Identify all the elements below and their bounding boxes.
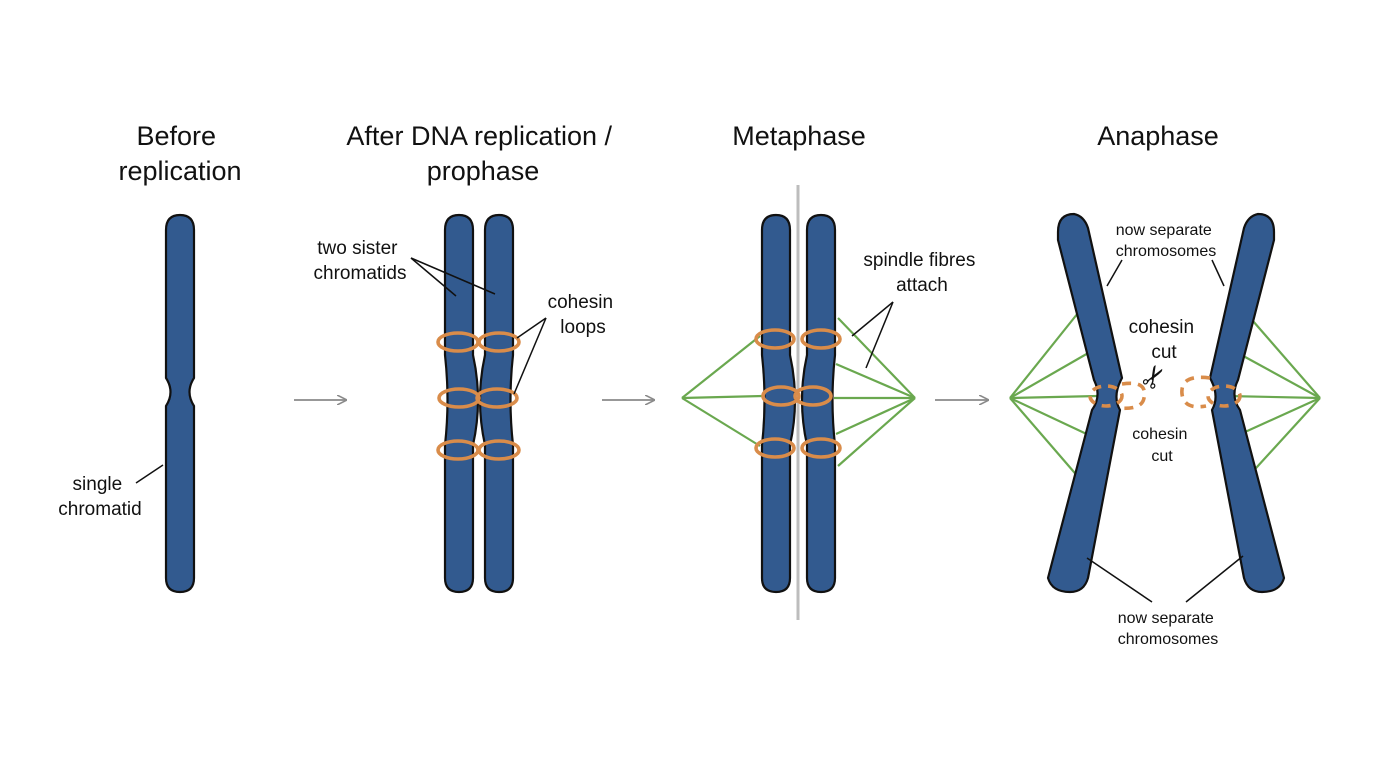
label-cohesin-loops: cohesin loops [548, 292, 619, 338]
now-separate-bottom-leader-1 [1086, 557, 1153, 603]
scissors-icon: ✂ [1133, 358, 1176, 397]
sister-chromatids-prophase [443, 213, 515, 594]
spindle-fibres-anaphase [1009, 312, 1321, 480]
chromatid-1 [164, 213, 196, 594]
cohesin-loops-leader-1 [516, 317, 547, 339]
cohesin-rings-cut [1088, 375, 1242, 411]
single-chromatid-leader [135, 464, 164, 484]
cohesin-rings-metaphase [754, 328, 842, 459]
stage-title-before-replication: Before replication [118, 121, 241, 186]
stage-title-after-replication: After DNA replication / prophase [346, 121, 619, 186]
anaphase-chromosome-left [1046, 212, 1124, 594]
spindle-leader-2 [865, 301, 894, 369]
sister-chromatids-leader-1 [410, 257, 457, 297]
label-cohesin-cut-top: cohesin cut [1129, 317, 1200, 363]
now-separate-top-leader-1 [1106, 259, 1123, 287]
single-chromatid [164, 213, 196, 594]
separated-chromosomes [1046, 212, 1286, 594]
stage-title-metaphase: Metaphase [732, 121, 866, 151]
spindle-fibres-metaphase [681, 317, 916, 467]
label-two-sister-chromatids: two sister chromatids [314, 238, 407, 284]
sister-chromatids-leader-2 [410, 257, 496, 295]
label-cohesin-cut-bottom: cohesin cut [1132, 426, 1192, 465]
anaphase-chromosome-right [1208, 212, 1286, 594]
label-now-separate-top: now separate chromosomes [1116, 222, 1217, 260]
label-now-separate-bottom: now separate chromosomes [1118, 610, 1219, 648]
now-separate-bottom-leader-2 [1185, 555, 1244, 603]
cohesin-rings-prophase [436, 331, 521, 461]
stage-title-anaphase: Anaphase [1097, 121, 1219, 151]
spindle-leader-1 [851, 301, 894, 337]
label-single-chromatid: single chromatid [58, 474, 141, 520]
cohesin-loops-leader-2 [513, 317, 547, 395]
chromatid-left [443, 213, 480, 594]
now-separate-top-leader-2 [1211, 259, 1225, 287]
chromatid-right [478, 213, 515, 594]
label-spindle-fibres-attach: spindle fibres attach [863, 250, 980, 296]
